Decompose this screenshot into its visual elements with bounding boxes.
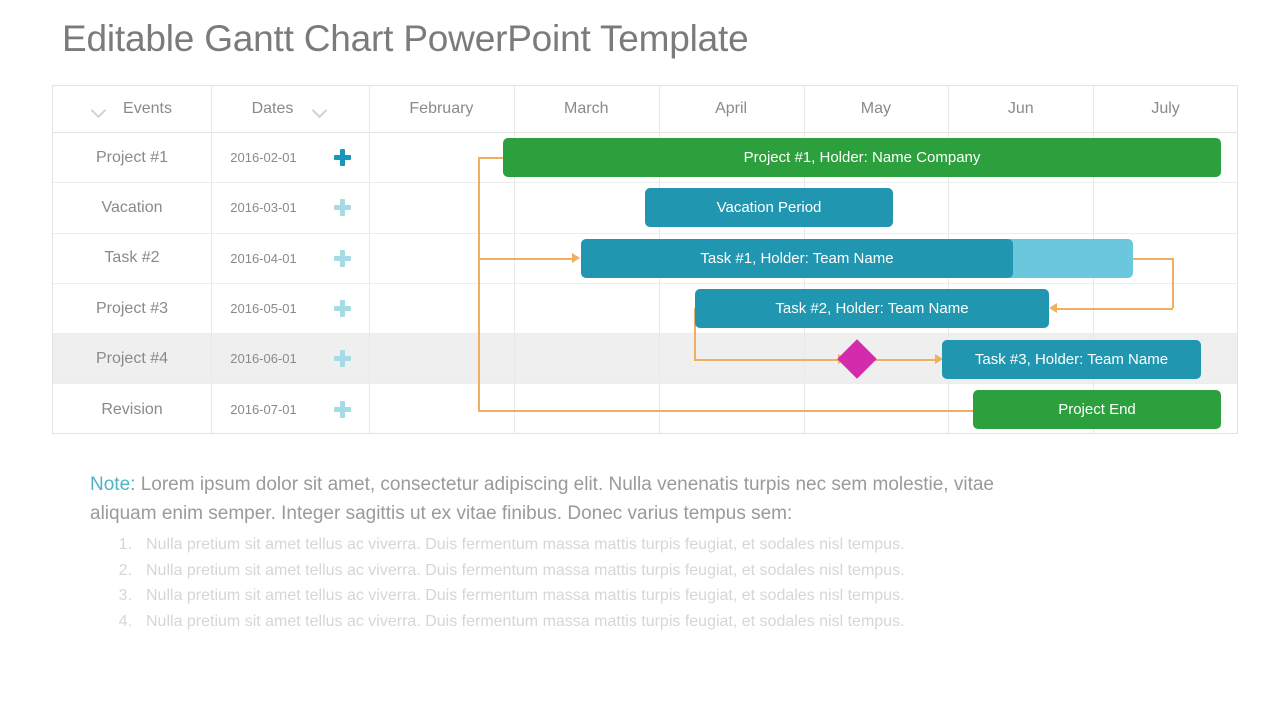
column-header-month-label: May — [860, 100, 892, 117]
connector-arrow-icon — [1049, 303, 1057, 313]
column-header-month-july[interactable]: July — [1093, 86, 1238, 132]
gantt-bar-task-1-remaining[interactable] — [1009, 239, 1133, 278]
column-header-month-label: April — [715, 100, 748, 117]
connector-segment — [694, 359, 839, 361]
page-title: Editable Gantt Chart PowerPoint Template — [62, 18, 749, 59]
plus-icon[interactable] — [334, 300, 351, 318]
connector-segment — [478, 157, 503, 159]
gantt-bar-task-2[interactable]: Task #2, Holder: Team Name — [695, 289, 1049, 328]
note-list-number: 3. — [118, 587, 132, 604]
table-row[interactable]: Vacation 2016-03-01 — [53, 183, 1237, 234]
column-header-events-label: Events — [123, 100, 172, 117]
note-block: Note: Lorem ipsum dolor sit amet, consec… — [90, 470, 1060, 634]
connector-segment — [1172, 258, 1174, 308]
gantt-bar-task-3[interactable]: Task #3, Holder: Team Name — [942, 340, 1201, 379]
connector-segment — [874, 359, 936, 361]
row-date: 2016-04-01 — [230, 250, 297, 266]
note-list-number: 2. — [118, 561, 132, 579]
connector-segment — [1133, 258, 1173, 260]
column-header-dates[interactable]: Dates — [211, 86, 369, 132]
note-list-text: Nulla pretium sit amet tellus ac viverra… — [146, 536, 905, 553]
plus-icon[interactable] — [334, 199, 351, 217]
note-list-item: 2. Nulla pretium sit amet tellus ac viver… — [90, 558, 1060, 584]
row-event-name: Revision — [101, 400, 163, 418]
note-list-text: Nulla pretium sit amet tellus ac viverra… — [146, 612, 905, 630]
chevron-down-icon[interactable] — [313, 105, 328, 114]
plus-icon[interactable] — [334, 401, 351, 419]
row-date: 2016-02-01 — [230, 150, 297, 166]
gantt-chart-table: Events Dates February March April May Jun Jul… — [52, 85, 1238, 434]
table-row[interactable]: Project #1 2016-02-01 — [53, 133, 1237, 184]
gantt-bar-label: Task #1, Holder: Team Name — [700, 250, 894, 267]
gantt-bar-task-1[interactable]: Task #1, Holder: Team Name — [581, 239, 1013, 278]
column-header-month-label: July — [1151, 100, 1180, 117]
column-header-dates-label: Dates — [251, 100, 294, 117]
row-date: 2016-07-01 — [230, 402, 297, 418]
gantt-bar-label: Project #1, Holder: Name Company — [743, 149, 981, 166]
plus-icon[interactable] — [334, 249, 351, 267]
connector-arrow-icon — [935, 354, 943, 364]
gantt-bar-label: Task #3, Holder: Team Name — [974, 351, 1169, 368]
connector-segment — [478, 157, 480, 410]
row-event-name: Vacation — [101, 198, 163, 216]
gantt-bar-project-end[interactable]: Project End — [973, 390, 1221, 429]
note-list-number: 1. — [118, 536, 132, 553]
row-event-name: Project #4 — [95, 349, 169, 367]
timeline-area: Project #1, Holder: Name Company Vacatio… — [369, 133, 1238, 434]
table-row[interactable]: Task #2 2016-04-01 — [53, 234, 1237, 284]
add-row-button[interactable] — [316, 234, 369, 283]
note-paragraph: Note: Lorem ipsum dolor sit amet, consec… — [90, 470, 1060, 528]
note-list-item: 4. Nulla pretium sit amet tellus ac viver… — [90, 609, 1060, 635]
add-row-button[interactable] — [316, 133, 369, 182]
note-label: Note: — [90, 474, 136, 495]
row-date: 2016-03-01 — [230, 200, 297, 216]
row-date: 2016-06-01 — [230, 351, 297, 367]
grid-line — [369, 86, 370, 433]
note-list-text: Nulla pretium sit amet tellus ac viverra… — [146, 587, 905, 604]
gantt-bar-label: Project End — [1058, 401, 1136, 418]
grid-line — [211, 86, 212, 433]
table-header-row: Events Dates February March April May Jun Jul… — [53, 86, 1237, 133]
table-row[interactable]: Project #3 2016-05-01 — [53, 284, 1237, 335]
add-row-button[interactable] — [316, 385, 369, 435]
gantt-bar-label: Task #2, Holder: Team Name — [775, 300, 969, 317]
gantt-bar-label: Vacation Period — [716, 199, 822, 216]
note-list-text: Nulla pretium sit amet tellus ac viverra… — [146, 561, 905, 579]
column-header-month-label: February — [409, 100, 474, 117]
add-row-button[interactable] — [316, 334, 369, 383]
milestone-diamond-icon[interactable] — [837, 339, 877, 379]
connector-arrow-icon — [572, 253, 580, 263]
add-row-button[interactable] — [316, 284, 369, 333]
table-row[interactable]: Revision 2016-07-01 — [53, 385, 1237, 435]
chevron-down-icon[interactable] — [92, 105, 107, 114]
row-date: 2016-05-01 — [230, 301, 297, 317]
note-list: 1. Nulla pretium sit amet tellus ac viver… — [90, 532, 1060, 634]
column-header-events[interactable]: Events — [53, 86, 211, 132]
column-header-month-march[interactable]: March — [514, 86, 659, 132]
note-list-number: 4. — [118, 612, 132, 630]
plus-icon[interactable] — [334, 149, 351, 167]
row-event-name: Project #1 — [95, 148, 169, 166]
column-header-month-label: Jun — [1007, 100, 1034, 117]
column-header-month-jun[interactable]: Jun — [948, 86, 1093, 132]
row-event-name: Task #2 — [104, 249, 160, 267]
column-header-month-april[interactable]: April — [659, 86, 804, 132]
column-header-month-label: March — [564, 100, 609, 117]
note-body: Lorem ipsum dolor sit amet, consectetur … — [90, 474, 994, 524]
row-event-name: Project #3 — [95, 299, 169, 317]
note-list-item: 1. Nulla pretium sit amet tellus ac viver… — [90, 532, 1060, 558]
column-header-month-february[interactable]: February — [369, 86, 514, 132]
gantt-bar-vacation[interactable]: Vacation Period — [645, 188, 893, 227]
gantt-bar-project-1[interactable]: Project #1, Holder: Name Company — [503, 138, 1221, 177]
connector-segment — [478, 410, 973, 412]
plus-icon[interactable] — [334, 350, 351, 368]
connector-segment — [478, 258, 573, 260]
add-row-button[interactable] — [316, 183, 369, 232]
connector-segment — [1057, 308, 1173, 310]
connector-segment — [694, 308, 696, 359]
note-list-item: 3. Nulla pretium sit amet tellus ac viver… — [90, 583, 1060, 609]
column-header-month-may[interactable]: May — [804, 86, 949, 132]
